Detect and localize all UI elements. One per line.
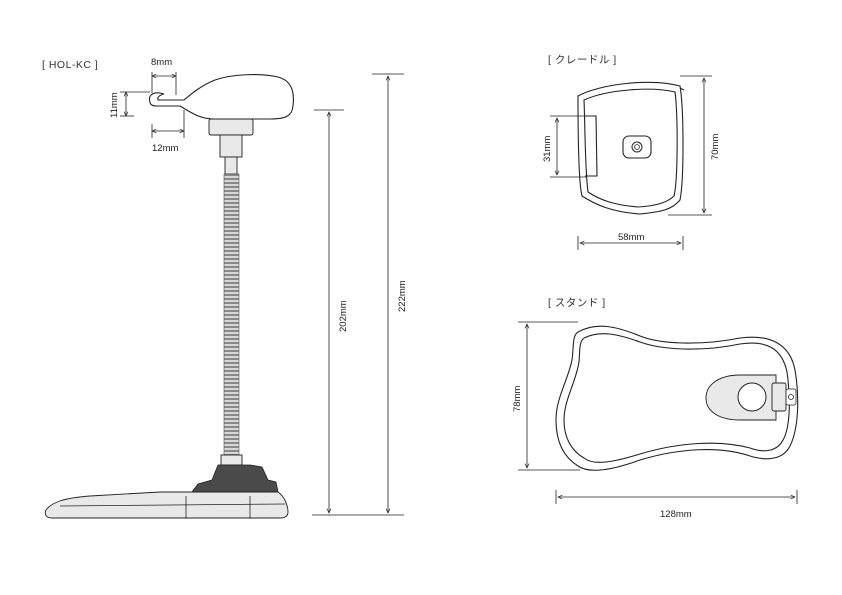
stand-depth-label: 78mm — [512, 386, 523, 412]
gooseneck-collar — [220, 454, 243, 466]
cradle-height-label: 70mm — [710, 134, 721, 160]
stand-latch — [771, 382, 787, 412]
stand-outer-outline — [555, 325, 799, 471]
cradle-width-label: 58mm — [618, 232, 644, 243]
cradle-side-rib — [584, 115, 598, 177]
stand-inner-outline — [563, 333, 790, 463]
stand-view: [ スタンド ] 78mm 128mm — [512, 297, 799, 520]
stand-mount-hole — [737, 382, 767, 412]
cradle-title: [ クレードル ] — [548, 54, 617, 66]
cradle-inner-height-label: 31mm — [542, 136, 553, 162]
neck-height-label: 202mm — [338, 300, 349, 332]
cradle-view: [ クレードル ] 31mm 70mm 58mm — [542, 54, 721, 250]
total-height-label: 222mm — [397, 280, 408, 312]
stand-title: [ スタンド ] — [548, 297, 606, 309]
holder-neck-collar — [224, 156, 238, 175]
stand-width-label: 128mm — [660, 509, 692, 520]
cradle-outline — [577, 81, 684, 215]
holder-side-view: [ HOL-KC ] 8mm 11mm 12mm — [42, 57, 408, 519]
hook-width-label: 8mm — [151, 57, 172, 68]
cradle-screw-hole-inner — [634, 144, 640, 150]
gooseneck — [223, 173, 240, 458]
holder-neck-joint — [219, 134, 243, 158]
cradle-inner-outline — [583, 88, 678, 208]
base-edge-line — [59, 503, 286, 507]
holder-head — [148, 74, 294, 120]
cradle-screw-hole — [631, 141, 643, 153]
cradle-corner-detail — [679, 87, 685, 91]
holder-neck-block — [208, 118, 254, 136]
holder-base-mount — [191, 464, 279, 493]
holder-title: [ HOL-KC ] — [42, 59, 98, 71]
cradle-mount-plate — [622, 135, 652, 159]
stand-latch-pin — [788, 394, 794, 400]
hook-depth-label: 12mm — [152, 143, 178, 154]
hook-height-label: 11mm — [109, 92, 120, 118]
